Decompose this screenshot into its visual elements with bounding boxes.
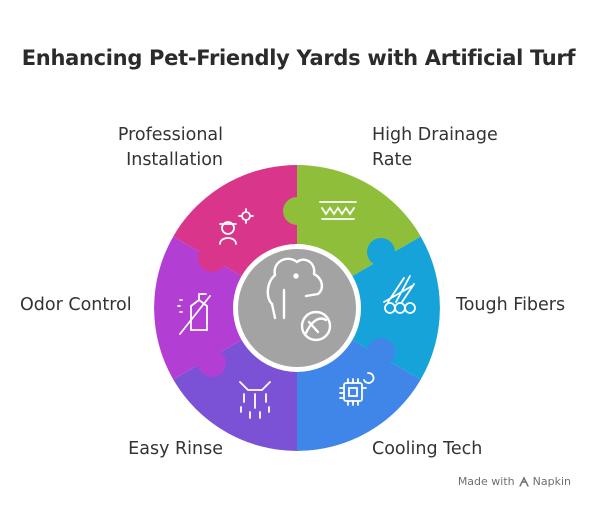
label-odor-control: Odor Control [20,295,132,315]
label-high-drainage: High Drainage Rate [372,123,542,173]
label-line: High Drainage [372,125,498,145]
knob-top [283,197,311,225]
knob-upper-left [198,244,226,272]
sprinkler-rinse-icon [239,381,271,419]
label-line: Installation [126,150,223,170]
worker-gear-icon [219,208,254,245]
label-easy-rinse: Easy Rinse [128,439,223,459]
watermark-prefix: Made with [457,475,515,488]
label-tough-fibers: Tough Fibers [456,295,566,315]
label-professional-installation: Professional Installation [60,123,223,173]
segment-tough-fibers[interactable] [297,236,440,380]
drainage-icon [319,201,357,220]
label-line: Rate [372,150,413,170]
knob-bottom [299,391,327,419]
napkin-logo-icon [518,475,529,487]
dog-ball-icon [266,257,332,342]
label-cooling-tech: Cooling Tech [372,439,483,459]
fibers-icon [383,275,416,314]
knob-upper-right [367,238,395,266]
segment-odor-control[interactable] [154,236,297,380]
knob-lower-right [367,338,395,366]
watermark-brand: Napkin [532,475,571,488]
spray-bottle-icon [177,293,211,335]
chip-cooling-icon [339,372,375,406]
label-line: Professional [117,125,223,145]
knob-lower-left [198,349,226,377]
center-circle [238,249,356,367]
watermark[interactable]: Made with Napkin [458,475,571,488]
diagram-title: Enhancing Pet-Friendly Yards with Artifi… [21,46,576,70]
